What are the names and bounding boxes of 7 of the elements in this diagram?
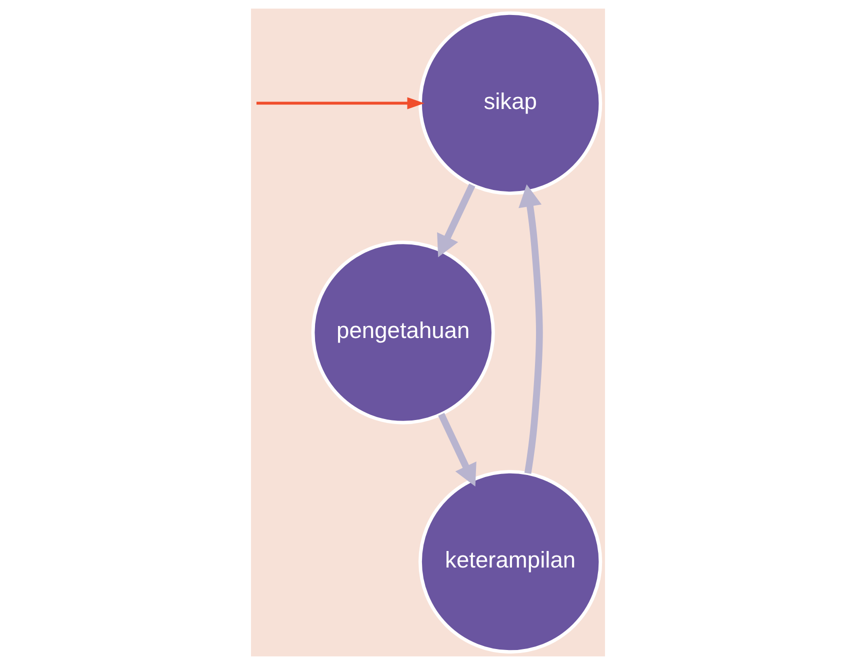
node-circle: pengetahuan [311, 240, 495, 424]
arrow [256, 97, 424, 110]
node-circle: sikap [418, 11, 602, 196]
arrow [518, 184, 543, 474]
node-circle: keterampilan [418, 470, 602, 654]
arrow [438, 412, 476, 486]
arrow [437, 184, 476, 258]
